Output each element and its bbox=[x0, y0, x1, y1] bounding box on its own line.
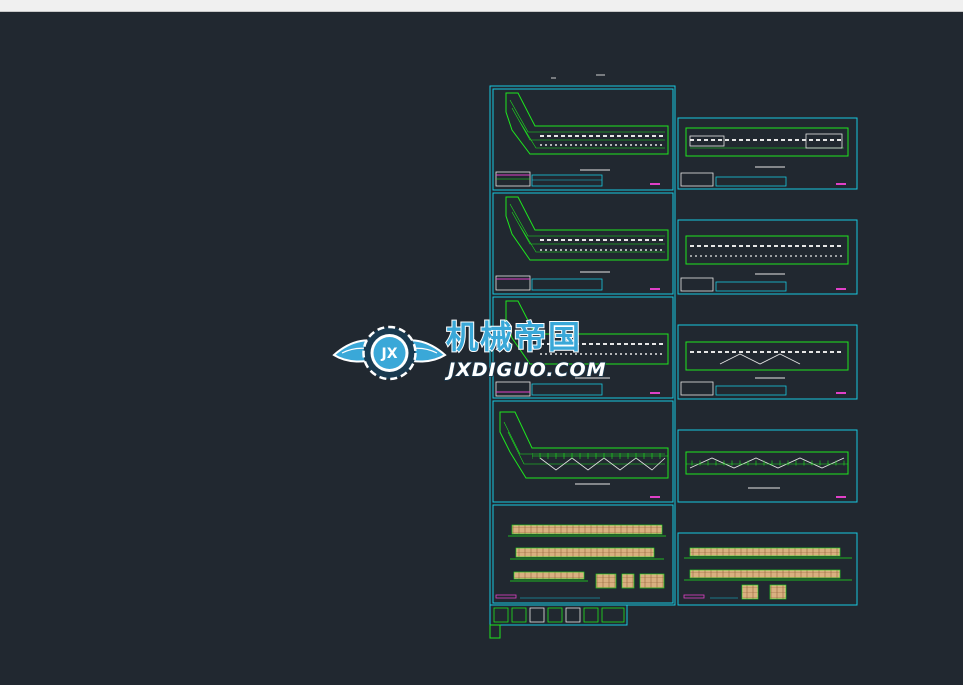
sheet-right-3 bbox=[677, 324, 858, 400]
sheet-right-2 bbox=[677, 219, 858, 295]
sheet-right-4 bbox=[677, 429, 858, 503]
gear-icon bbox=[362, 325, 417, 381]
sheet-right-5 bbox=[677, 532, 858, 606]
sheet-left-1 bbox=[492, 88, 674, 191]
cad-model-space[interactable]: JX 机械帝国 JXDIGUO.COM bbox=[0, 12, 963, 685]
sheet-left-5 bbox=[492, 504, 674, 604]
brand-watermark: JX 机械帝国 JXDIGUO.COM bbox=[332, 317, 632, 392]
title-bar bbox=[0, 0, 963, 12]
sheet-right-1 bbox=[677, 117, 858, 190]
detail-strip bbox=[489, 604, 628, 639]
brand-name-cn: 机械帝国 bbox=[445, 318, 583, 356]
logo-letters: JX bbox=[380, 346, 397, 362]
wings-icon: JX bbox=[332, 325, 447, 381]
brand-domain: JXDIGUO.COM bbox=[447, 359, 607, 381]
sheet-left-2 bbox=[492, 192, 674, 295]
sheet-left-3 bbox=[492, 296, 674, 399]
sheet-left-4 bbox=[492, 400, 674, 503]
drawing-sheets bbox=[489, 74, 858, 639]
